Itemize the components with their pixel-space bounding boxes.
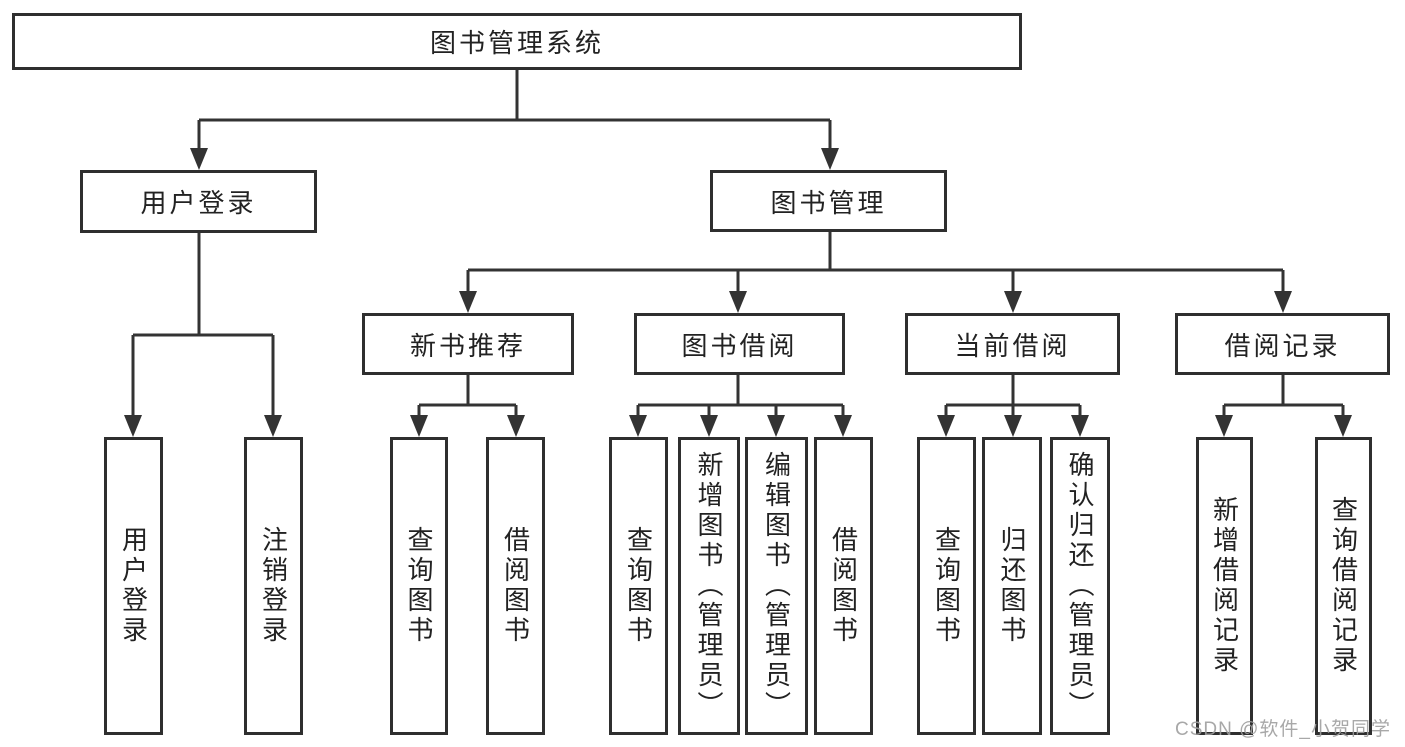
arrowhead [729,291,747,313]
node-borrowing-records: 借阅记录 [1175,313,1390,375]
arrowhead [821,148,839,170]
node-current-borrowing: 当前借阅 [905,313,1120,375]
arrowhead [1334,415,1352,437]
node-label: 查询图书 [931,526,962,646]
arrowhead [124,415,142,437]
node-new-book-recommendation: 新书推荐 [362,313,574,375]
node-label: 新增图书（管理员） [694,451,724,721]
node-library-management-system: 图书管理系统 [12,13,1022,70]
connector-current-borrow-to-leaves [937,375,1089,437]
leaf-borrow-borrow-books: 借阅图书 [814,437,873,735]
arrowhead [1004,291,1022,313]
node-label: 编辑图书（管理员） [761,451,792,721]
leaf-borrow-edit-books-admin: 编辑图书（管理员） [745,437,808,735]
connector-user-login-to-leaves [124,233,282,437]
connector-borrow-record-to-leaves [1215,375,1352,437]
csdn-watermark: CSDN @软件_小贺同学 [1175,719,1391,740]
arrowhead [834,415,852,437]
node-label: 借阅记录 [1224,330,1341,361]
leaf-current-query-books: 查询图书 [917,437,976,735]
leaf-borrow-query-books: 查询图书 [609,437,668,735]
node-book-borrowing: 图书借阅 [634,313,845,375]
arrowhead [1274,291,1292,313]
arrowhead [1215,415,1233,437]
arrowhead [767,415,785,437]
node-book-management: 图书管理 [710,170,947,232]
node-label: 查询借阅记录 [1328,496,1359,676]
arrowhead [1071,415,1089,437]
node-label: 归还图书 [997,526,1027,646]
leaf-user-login: 用户登录 [104,437,163,735]
node-label: 用户登录 [118,526,149,646]
arrowhead [629,415,647,437]
node-label: 新增借阅记录 [1209,496,1240,676]
node-label: 借阅图书 [500,526,531,646]
node-label: 借阅图书 [828,526,859,646]
leaf-logout: 注销登录 [244,437,303,735]
connector-new-book-to-leaves [410,375,525,437]
node-label: 图书管理 [770,187,887,218]
leaf-newbook-query-books: 查询图书 [390,437,448,735]
node-user-login: 用户登录 [80,170,317,233]
arrowhead [410,415,428,437]
connector-book-borrow-to-leaves [629,375,852,437]
arrowhead [190,148,208,170]
node-label: 用户登录 [140,188,257,218]
node-label: 查询图书 [623,526,654,646]
leaf-current-return-books: 归还图书 [982,437,1042,735]
connector-book-management-to-level3 [459,232,1292,313]
arrowhead [937,415,955,437]
arrowhead [700,415,718,437]
node-label: 确认归还（管理员） [1065,451,1095,721]
connector-root-to-level2 [190,70,839,170]
leaf-current-confirm-return-admin: 确认归还（管理员） [1050,437,1110,735]
node-label: 当前借阅 [954,330,1071,361]
leaf-record-add-borrow-record: 新增借阅记录 [1196,437,1253,735]
node-label: 查询图书 [404,526,434,646]
leaf-borrow-add-books-admin: 新增图书（管理员） [678,437,740,735]
node-label: 新书推荐 [409,330,526,361]
node-label: 注销登录 [258,526,289,646]
arrowhead [1004,415,1022,437]
leaf-newbook-borrow-books: 借阅图书 [486,437,545,735]
arrowhead [507,415,525,437]
arrowhead [459,291,477,313]
arrowhead [264,415,282,437]
node-label: 图书管理系统 [429,28,604,58]
node-label: 图书借阅 [681,330,798,361]
leaf-record-query-borrow-record: 查询借阅记录 [1315,437,1372,735]
